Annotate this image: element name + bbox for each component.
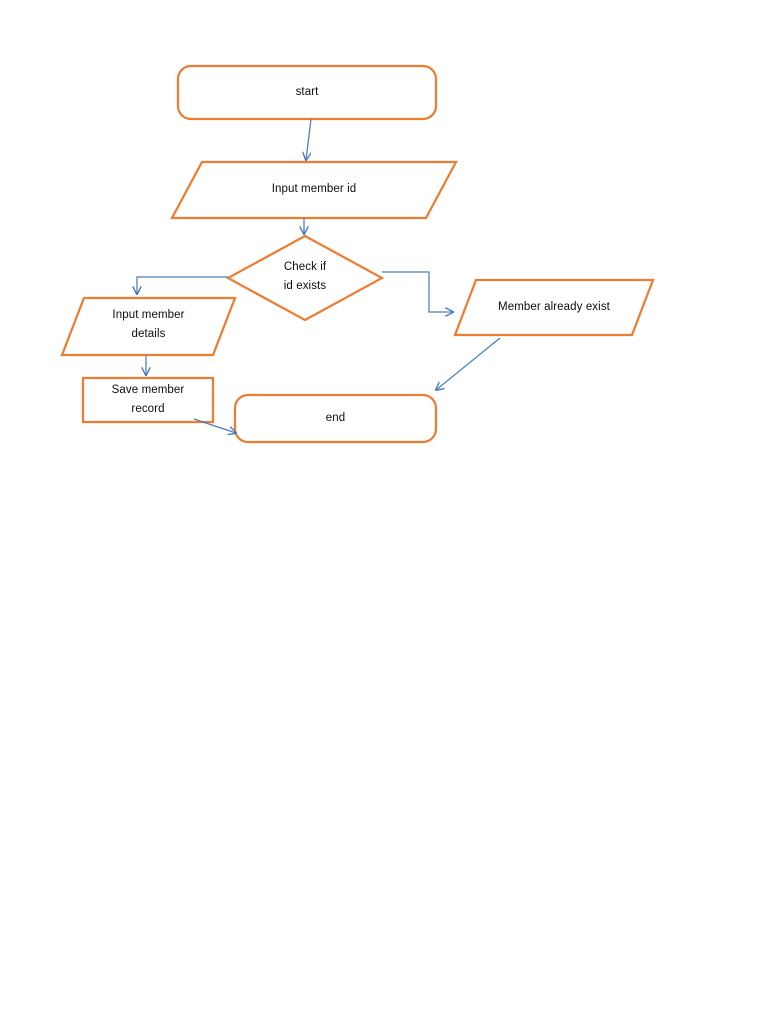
node-end-shape[interactable]: [233, 393, 438, 444]
connector-start-to-input-id: [306, 118, 312, 160]
connector-member-exists-to-end: [436, 337, 501, 390]
node-member-already-exist-shape[interactable]: [453, 278, 655, 337]
node-end-label: end: [325, 412, 346, 424]
node-input-member-id-label: Input member id: [271, 183, 357, 195]
node-input-member-details-shape[interactable]: [60, 296, 237, 357]
node-save-member-record-shape[interactable]: [81, 376, 215, 424]
node-check-if-id-exists-shape[interactable]: [225, 234, 385, 322]
node-input-member-details-label: Input member details: [112, 309, 185, 340]
connector-save-to-end: [193, 418, 236, 433]
node-member-already-exist-label: Member already exist: [498, 301, 610, 313]
node-start-shape[interactable]: [176, 64, 438, 121]
connector-check-to-member-exists: [382, 271, 453, 312]
node-start-label: start: [295, 86, 319, 98]
node-input-member-id-shape[interactable]: [170, 160, 458, 220]
connector-check-to-input-details: [137, 276, 228, 294]
node-save-member-record-label: Save member record: [111, 384, 185, 415]
node-check-if-id-exists-label: Check if id exists: [283, 261, 327, 292]
